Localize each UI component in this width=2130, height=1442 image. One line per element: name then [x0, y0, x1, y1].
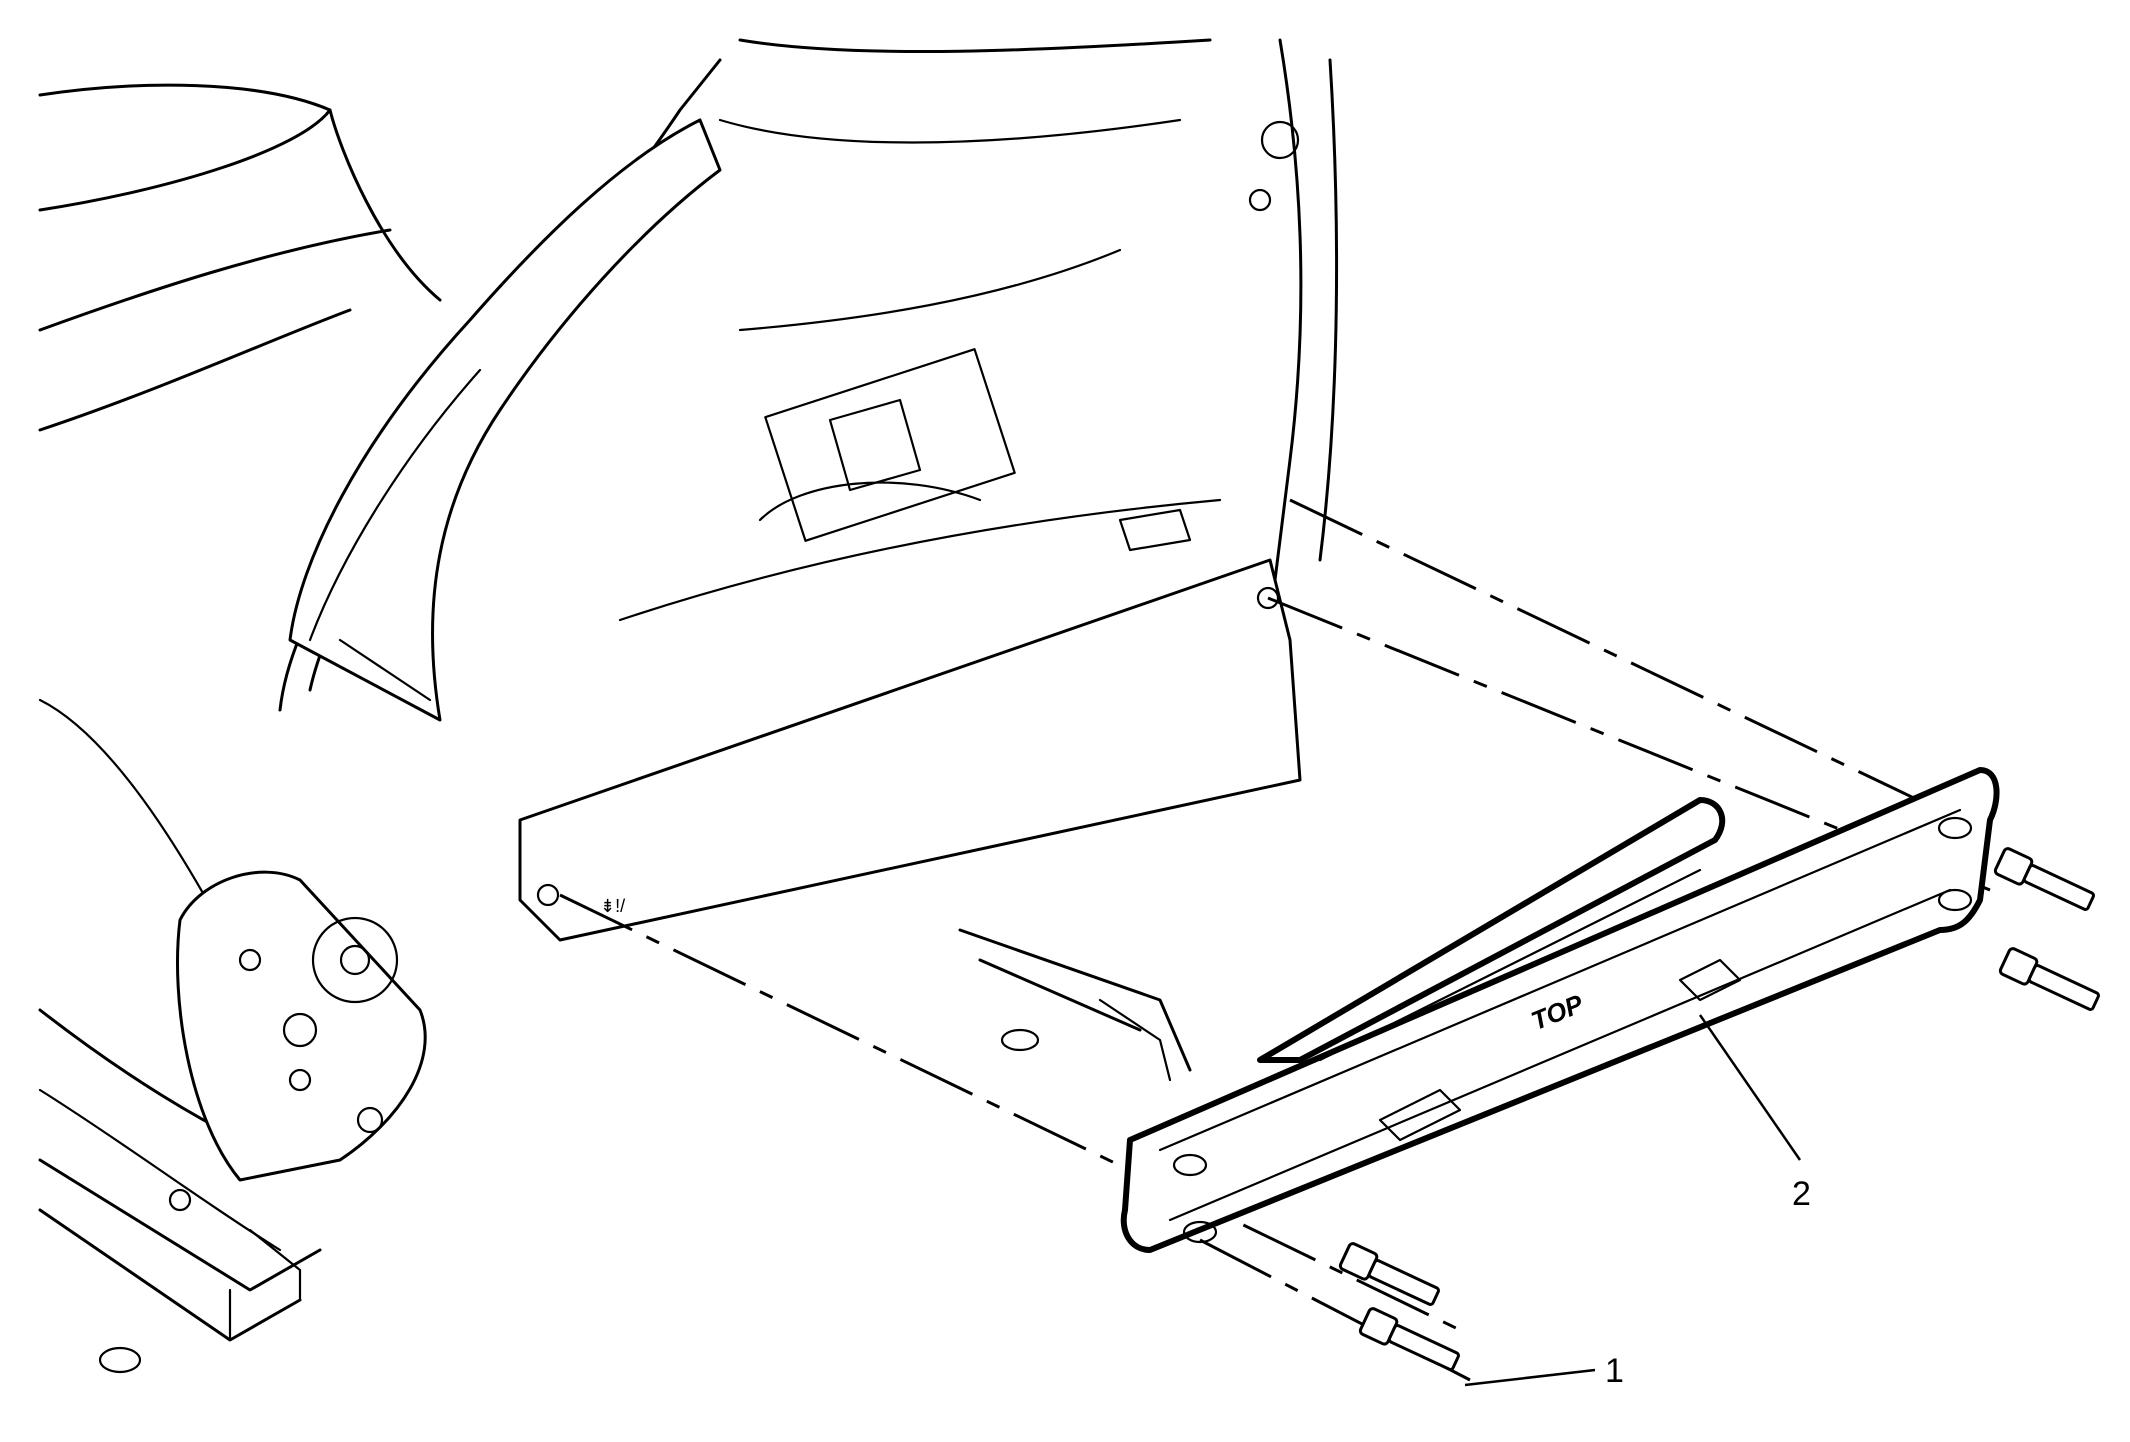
- bolt-right-upper: [1993, 847, 2095, 911]
- callout-1-label: 1: [1605, 1352, 1624, 1390]
- bracket-mark: ⇟!/: [600, 896, 625, 916]
- seat-panel: TOP: [1120, 767, 2000, 1253]
- lower-seat-track: [958, 928, 1192, 1082]
- seat-cushion: [38, 83, 442, 1252]
- seat-track: [38, 1158, 322, 1374]
- callout-1-leader: [1464, 1368, 1596, 1387]
- recliner-mechanism: [176, 870, 427, 1182]
- bolt-left-upper: [1338, 1242, 1440, 1306]
- seat-frame-bracket: ⇟!/: [518, 558, 1302, 942]
- bolt-left-lower: [1358, 1307, 1460, 1371]
- callouts: 1 2: [1464, 1014, 1811, 1390]
- bolt-right-lower: [1998, 947, 2100, 1011]
- side-trim-panel: [288, 118, 722, 722]
- callout-2-label: 2: [1792, 1175, 1811, 1213]
- callout-2-leader: [1698, 1014, 1802, 1161]
- bolts: [1338, 847, 2100, 1371]
